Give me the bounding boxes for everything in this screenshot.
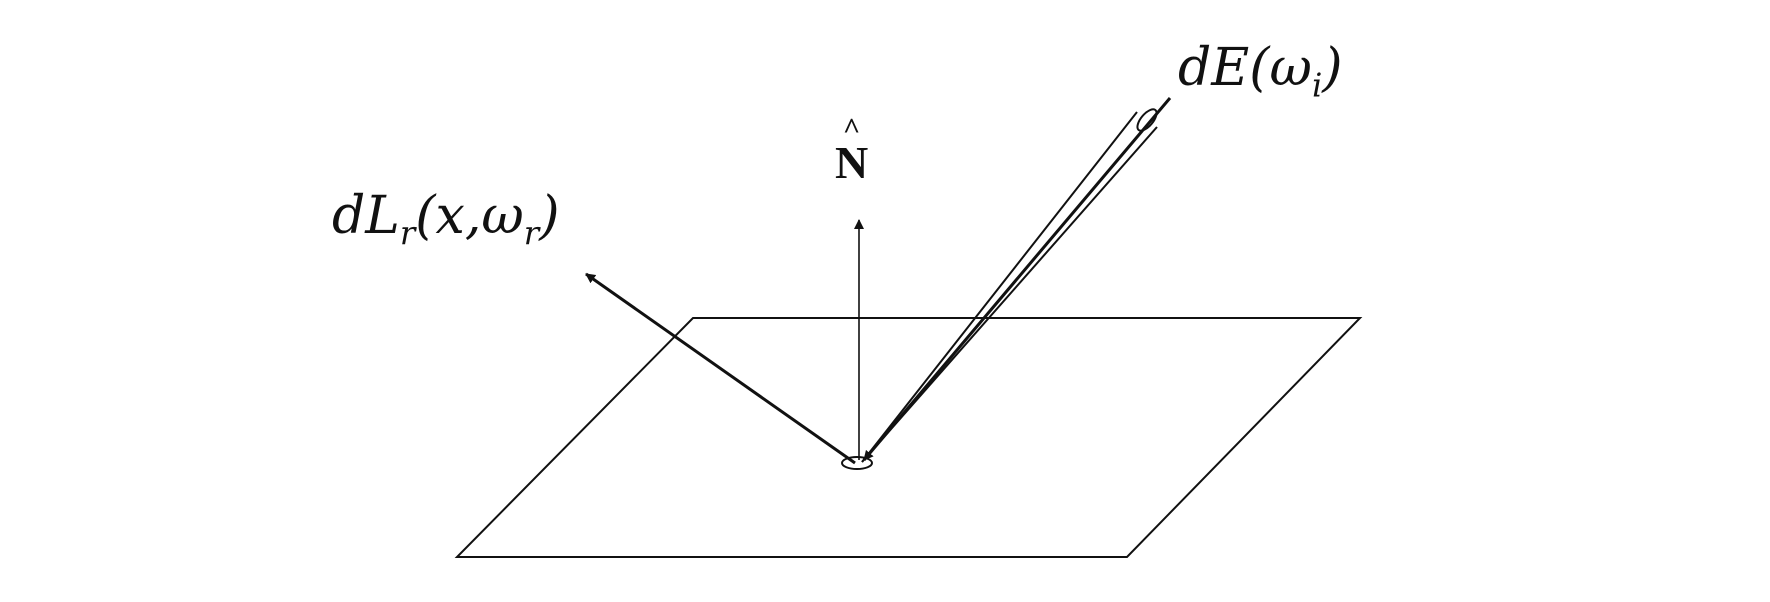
irradiance-label: dE(ωi) [1178,42,1343,102]
radiance-subscript-2: r [523,214,540,253]
reflected-ray [585,272,856,465]
irradiance-omega: ω [1269,38,1312,98]
irradiance-text: dE( [1178,38,1270,98]
radiance-label: dLr(x,ωr) [332,190,560,250]
surface-point [841,456,873,470]
radiance-close: ) [539,186,560,246]
radiance-args: (x,ω [415,186,524,246]
normal-label: ^ N [835,114,869,188]
incident-ray [862,97,1172,461]
surface-plane [454,317,1363,558]
normal-text: N [835,137,869,188]
radiance-subscript: r [399,214,416,253]
irradiance-close: ) [1322,38,1343,98]
normal-hat: ^ [842,112,861,145]
irradiance-subscript: i [1311,66,1323,105]
radiance-text: dL [332,186,400,246]
